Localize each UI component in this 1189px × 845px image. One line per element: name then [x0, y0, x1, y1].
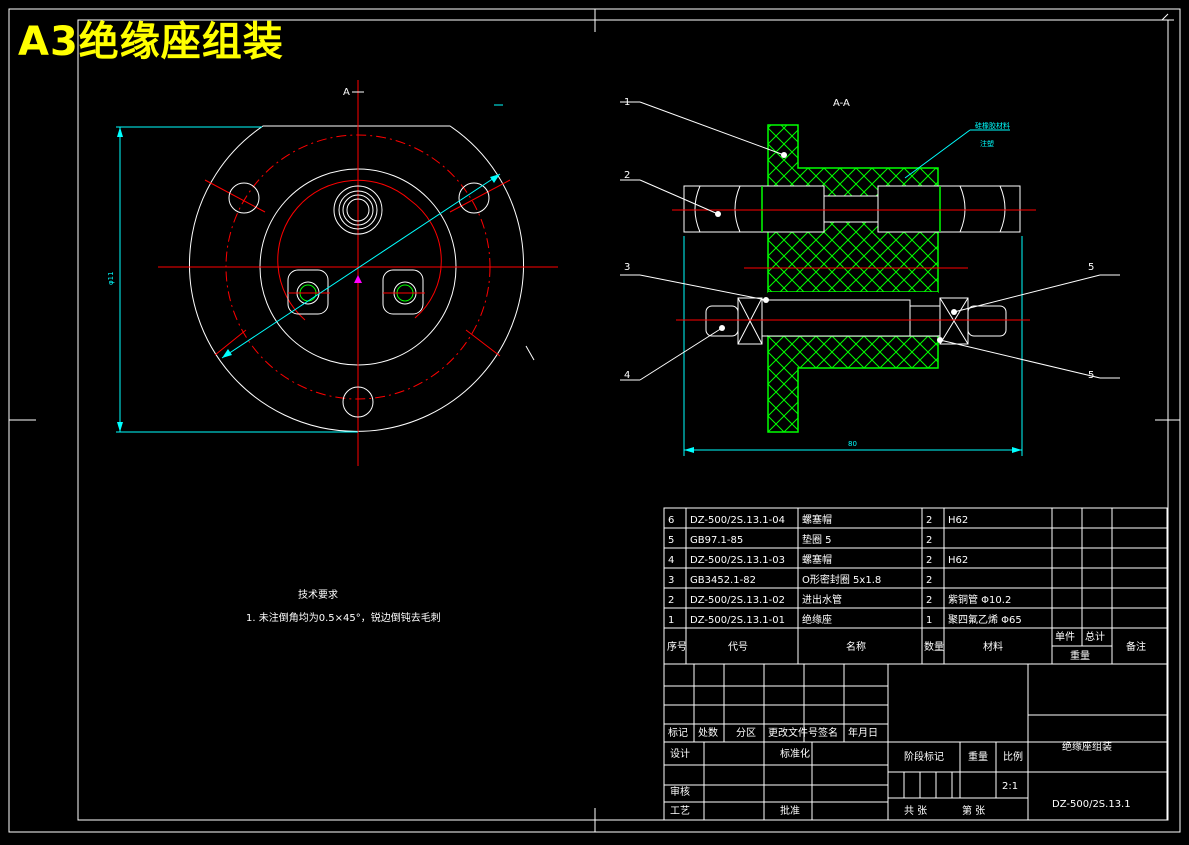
tech-req-text: 1. 未注倒角均为0.5×45°，锐边倒钝去毛刺: [246, 611, 441, 624]
label-dim-vertical: φ11: [107, 271, 115, 285]
bom-row-3-no: 3: [668, 575, 674, 586]
drawing-labels: A A-A φ11 80 硅橡胶材料 注塑 1 2 3 4 5 5 技术要求 1…: [107, 87, 1094, 624]
bom-row-1-no: 1: [668, 615, 674, 626]
tb-sign: 签名: [818, 726, 838, 739]
tb-standardize: 标准化: [780, 747, 810, 760]
bom-row-4-name: 螺塞帽: [802, 553, 832, 566]
bom-row-5-qty: 2: [926, 535, 932, 546]
bom-row-3-qty: 2: [926, 575, 932, 586]
callout-5b: 5: [1088, 370, 1094, 381]
bom-row-1-code: DZ-500/2S.13.1-01: [690, 615, 785, 626]
bom-header-no: 序号: [667, 640, 687, 653]
label-section-title: A-A: [833, 98, 850, 109]
bom-header-weight: 重量: [1070, 649, 1090, 662]
bom-row-3-code: GB3452.1-82: [690, 575, 756, 586]
callout-4: 4: [624, 370, 630, 381]
bom-header-total-weight: 总计: [1085, 630, 1105, 643]
left-view-flange: [116, 80, 558, 466]
tech-req-title: 技术要求: [298, 588, 338, 601]
tb-process: 工艺: [670, 805, 690, 817]
bom-header-name: 名称: [846, 640, 866, 653]
bom-row-6-qty: 2: [926, 515, 932, 526]
tb-sheet-total: 共 张: [904, 805, 927, 817]
bom-row-2-no: 2: [668, 595, 674, 606]
callout-5a: 5: [1088, 262, 1094, 273]
bom-row-2-code: DZ-500/2S.13.1-02: [690, 595, 785, 606]
bom-row-5-code: GB97.1-85: [690, 535, 743, 546]
bom-row-2-material: 紫铜管 Φ10.2: [948, 593, 1011, 606]
callout-1: 1: [624, 97, 630, 108]
bom-row-5-name: 垫圈 5: [802, 533, 832, 546]
bom-row-4-qty: 2: [926, 555, 932, 566]
tb-mark: 标记: [668, 727, 688, 739]
tb-designer: 设计: [670, 747, 690, 760]
bom-row-6-no: 6: [668, 515, 674, 526]
tb-count: 处数: [698, 726, 718, 739]
callout-3: 3: [624, 262, 630, 273]
bom-row-4-no: 4: [668, 555, 674, 566]
bom-header-unit-weight: 单件: [1055, 631, 1075, 643]
bom-header-qty: 数量: [924, 640, 944, 653]
bom-table: [663, 507, 1168, 665]
tb-drawing-name: 绝缘座组装: [1062, 740, 1112, 753]
bom-row-3-name: O形密封圈 5x1.8: [802, 573, 881, 586]
label-arrow-a: A: [343, 87, 350, 98]
tb-scale-value: 2:1: [1002, 781, 1018, 792]
tb-date: 年月日: [848, 726, 878, 739]
tb-change-doc: 更改文件号: [768, 726, 818, 739]
tb-sheet-no: 第 张: [962, 804, 985, 817]
sheet-border: [8, 8, 1181, 833]
bom-row-1-name: 绝缘座: [802, 613, 832, 626]
callout-2: 2: [624, 170, 630, 181]
bom-row-4-code: DZ-500/2S.13.1-03: [690, 555, 785, 566]
bom-row-2-name: 进出水管: [802, 593, 842, 606]
title-block: 标记 处数 分区 更改文件号 签名 年月日 设计 标准化 审核 工艺 批准 阶段…: [663, 663, 1168, 821]
tb-review: 审核: [670, 785, 690, 798]
bom-row-2-qty: 2: [926, 595, 932, 606]
bom-row-1-qty: 1: [926, 615, 932, 626]
tb-approve: 批准: [780, 804, 800, 817]
bom-row-6-name: 螺塞帽: [802, 513, 832, 526]
bom-row-4-material: H62: [948, 555, 968, 566]
tb-drawing-code: DZ-500/2S.13.1: [1052, 799, 1131, 810]
right-view-section: [620, 101, 1120, 456]
drawing-headline: A3绝缘座组装: [18, 19, 284, 65]
tb-scale: 比例: [1003, 750, 1023, 763]
tb-stage-mark: 阶段标记: [904, 750, 944, 763]
bom-rows: 6 DZ-500/2S.13.1-04 螺塞帽 2 H62 5 GB97.1-8…: [667, 513, 1146, 662]
tb-weight: 重量: [968, 750, 988, 763]
bom-header-material: 材料: [983, 640, 1003, 653]
bom-row-5-no: 5: [668, 535, 674, 546]
tb-zone: 分区: [736, 727, 756, 739]
bom-header-remark: 备注: [1126, 640, 1146, 653]
bom-header-code: 代号: [728, 641, 748, 653]
label-cyan-note-2: 注塑: [980, 139, 994, 148]
label-dim-width: 80: [848, 440, 857, 448]
label-cyan-note-1: 硅橡胶材料: [975, 121, 1010, 130]
bom-row-6-code: DZ-500/2S.13.1-04: [690, 515, 785, 526]
bom-row-6-material: H62: [948, 515, 968, 526]
bom-row-1-material: 聚四氟乙烯 Φ65: [948, 613, 1022, 626]
